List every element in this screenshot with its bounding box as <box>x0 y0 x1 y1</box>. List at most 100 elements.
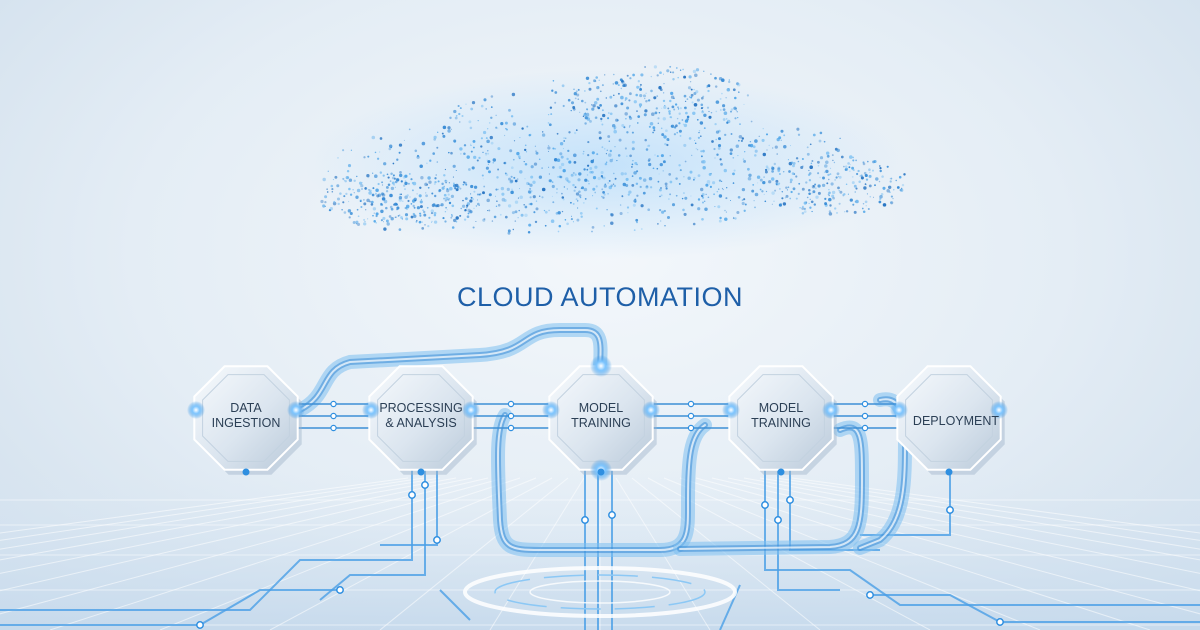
cloud-particle <box>509 180 513 184</box>
cloud-particle <box>404 181 408 186</box>
cloud-particle <box>459 187 462 190</box>
cloud-particle <box>789 145 792 147</box>
cloud-particle <box>603 193 606 196</box>
cloud-particle <box>741 201 745 206</box>
circuit-trace <box>0 470 413 611</box>
cloud-particle <box>632 73 635 77</box>
cloud-particle <box>529 183 533 187</box>
cloud-particle <box>744 151 746 153</box>
cloud-particle <box>620 172 624 176</box>
cloud-particle <box>499 213 502 216</box>
cloud-particle <box>511 92 516 97</box>
cloud-particle <box>496 176 499 179</box>
cloud-particle <box>583 168 586 171</box>
cloud-particle <box>773 200 775 202</box>
cloud-particle <box>627 212 629 214</box>
cloud-particle <box>779 188 781 190</box>
cloud-particle <box>572 171 575 175</box>
cloud-particle <box>517 217 519 219</box>
grid-line <box>159 477 537 630</box>
cloud-particle <box>687 176 691 180</box>
cloud-particle <box>851 175 854 178</box>
cloud-particle <box>419 214 422 217</box>
cloud-particle <box>721 78 725 82</box>
cloud-particle <box>886 165 889 168</box>
node-port-left <box>722 401 740 419</box>
cloud-particle <box>563 186 566 188</box>
cloud-particle <box>451 214 453 216</box>
cloud-particle <box>728 79 730 81</box>
cloud-particle <box>880 193 884 196</box>
cloud-particle <box>524 144 527 147</box>
cloud-particle <box>497 168 500 171</box>
cloud-particle <box>482 218 486 222</box>
cloud-particle <box>638 103 643 107</box>
cloud-particle <box>558 165 562 170</box>
cloud-particle <box>757 182 759 184</box>
cloud-particle <box>658 86 662 90</box>
cloud-particle <box>693 178 695 181</box>
cloud-particle <box>639 83 642 86</box>
cloud-particle <box>838 175 842 179</box>
cloud-particle <box>636 85 640 89</box>
cloud-particle <box>603 147 606 150</box>
cloud-particle <box>666 143 669 147</box>
cloud-particle <box>394 186 396 188</box>
cloud-particle <box>683 94 687 98</box>
cloud-particle <box>631 140 635 144</box>
cloud-particle <box>844 168 847 171</box>
cloud-particle <box>890 177 893 180</box>
cloud-particle <box>811 210 813 213</box>
cloud-particle <box>895 179 897 182</box>
cloud-particle <box>551 89 554 92</box>
cloud-particle <box>488 209 491 212</box>
cloud-particle <box>614 81 619 85</box>
cloud-particle <box>431 192 434 195</box>
cloud-particle <box>604 162 608 166</box>
cloud-particle <box>696 98 700 102</box>
cloud-particle <box>619 211 623 216</box>
cloud-particle <box>645 185 649 189</box>
cloud-particle <box>752 184 755 186</box>
cloud-particle <box>717 137 722 141</box>
cloud-particle <box>825 160 829 165</box>
grid-line <box>0 477 505 615</box>
cloud-particle <box>747 176 752 181</box>
cloud-particle <box>814 183 817 186</box>
cloud-particle <box>556 132 559 135</box>
cloud-particle <box>548 173 551 175</box>
cloud-particle <box>572 183 575 187</box>
cloud-particle <box>697 136 701 139</box>
cloud-particle <box>390 217 394 221</box>
cloud-particle <box>855 187 858 190</box>
cloud-particle <box>493 215 497 219</box>
cloud-particle <box>387 183 391 187</box>
cloud-particle <box>872 169 874 172</box>
cloud-particle <box>374 192 377 195</box>
cloud-particle <box>601 84 604 87</box>
cloud-particle <box>441 186 445 190</box>
cloud-particle <box>639 106 641 108</box>
circuit-trace <box>380 470 438 546</box>
cloud-particle <box>357 215 360 218</box>
cloud-particle <box>813 203 816 206</box>
node-port-right <box>287 401 305 419</box>
cloud-particle <box>701 196 705 199</box>
cloud-particle <box>637 115 641 118</box>
cloud-particle <box>570 101 575 105</box>
cloud-particle <box>631 147 635 151</box>
cloud-particle <box>828 191 831 195</box>
cloud-particle <box>385 219 389 223</box>
cloud-particle <box>681 197 684 200</box>
cloud-particle <box>495 114 497 116</box>
cloud-particle <box>810 200 814 204</box>
cloud-particle <box>496 200 498 203</box>
cloud-particle <box>461 204 466 208</box>
cloud-particle <box>652 126 655 129</box>
node-label-deployment: DEPLOYMENT <box>897 414 1015 429</box>
cloud-particle <box>485 152 487 155</box>
cloud-particle <box>693 176 696 180</box>
cloud-particle <box>856 172 859 176</box>
cloud-particle <box>819 131 823 135</box>
cloud-particle <box>577 207 579 209</box>
